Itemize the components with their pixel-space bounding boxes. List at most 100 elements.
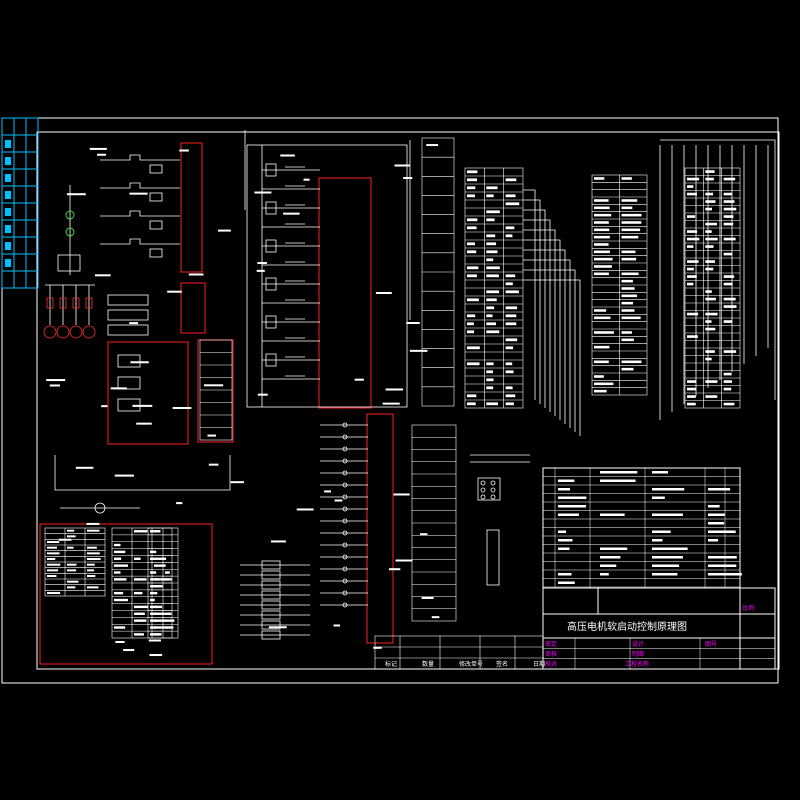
text-glyph [87,563,95,566]
label-glyph [188,273,204,276]
text-glyph [594,235,610,239]
text-glyph [114,550,126,554]
text-glyph [467,186,476,190]
title-block-label: 工程名称 [625,660,649,668]
text-glyph [467,322,474,326]
terminal-dot [342,506,348,512]
text-glyph [705,380,718,383]
text-glyph [150,633,160,636]
terminal-block [261,620,281,630]
terminal-dot [342,422,348,428]
text-glyph [505,290,519,294]
text-glyph [67,546,74,549]
text-glyph [486,314,493,318]
text-glyph [621,228,641,232]
label-glyph [334,499,343,502]
ladder-rung [100,154,180,161]
title-block-label: 图号 [705,641,717,648]
text-glyph [47,541,60,544]
terminal-dot [342,434,348,440]
label-glyph [420,533,428,536]
coil-symbol [265,277,277,291]
sidebar-marker [5,174,11,182]
control-ladder-box [246,144,408,408]
text-glyph [486,370,493,374]
text-glyph [486,306,495,310]
bus-wire [523,259,571,428]
revision-header-label: 数量 [422,660,434,668]
text-glyph [134,612,145,615]
contact-box [149,220,163,230]
terminal-dot [342,494,348,500]
label-glyph [176,502,183,505]
label-glyph [268,626,287,629]
text-glyph [47,575,57,578]
text-glyph [558,581,575,584]
label-glyph [46,379,66,382]
terminal-dot [342,518,348,524]
text-glyph [150,557,156,560]
text-glyph [705,230,712,233]
text-glyph [467,346,480,350]
text-glyph [652,513,683,516]
text-glyph [486,378,494,382]
legend-dot [490,494,496,500]
label-glyph [179,149,189,152]
text-glyph [134,578,147,581]
text-glyph [467,362,480,366]
text-glyph [114,557,122,560]
text-glyph [723,207,737,211]
text-glyph [705,327,716,331]
text-glyph [134,530,148,533]
coil-symbol [265,201,277,215]
text-glyph [621,367,634,371]
text-glyph [505,234,513,238]
legend-dot [480,480,486,486]
text-glyph [705,290,712,293]
terminal-block [261,570,281,580]
revision-sidebar [1,117,39,289]
relay-block [107,309,149,321]
title-block-label: 比例 [742,604,754,612]
text-glyph [150,585,158,588]
text-glyph [505,306,518,310]
sidebar-marker [5,242,11,250]
red-frame [318,177,372,409]
text-glyph [165,571,170,574]
label-glyph [207,434,217,437]
text-glyph [594,206,610,210]
text-glyph [165,578,172,581]
text-glyph [594,382,614,386]
text-glyph [723,222,734,226]
text-glyph [134,633,144,636]
text-glyph [87,575,96,578]
text-glyph [705,350,715,353]
text-glyph [708,564,737,567]
text-glyph [558,573,572,576]
legend-dot [490,487,496,493]
text-glyph [558,496,587,499]
label-glyph [280,154,295,157]
terminal-dot [342,446,348,452]
text-glyph [165,612,172,615]
text-glyph [150,598,155,602]
text-glyph [87,552,100,555]
label-glyph [136,422,152,425]
motor-symbol [82,325,96,339]
terminal-dot [342,470,348,476]
text-glyph [687,275,697,278]
text-glyph [600,547,628,550]
red-frame [180,282,206,334]
text-glyph [67,529,75,532]
label-glyph [101,405,108,408]
text-glyph [705,357,712,361]
revision-header-label: 日期 [533,660,545,668]
text-glyph [67,535,76,538]
label-glyph [49,384,60,387]
text-glyph [505,370,514,374]
terminal-block [261,630,281,640]
legend-box [477,477,501,501]
label-glyph [208,463,219,466]
text-glyph [687,185,694,188]
